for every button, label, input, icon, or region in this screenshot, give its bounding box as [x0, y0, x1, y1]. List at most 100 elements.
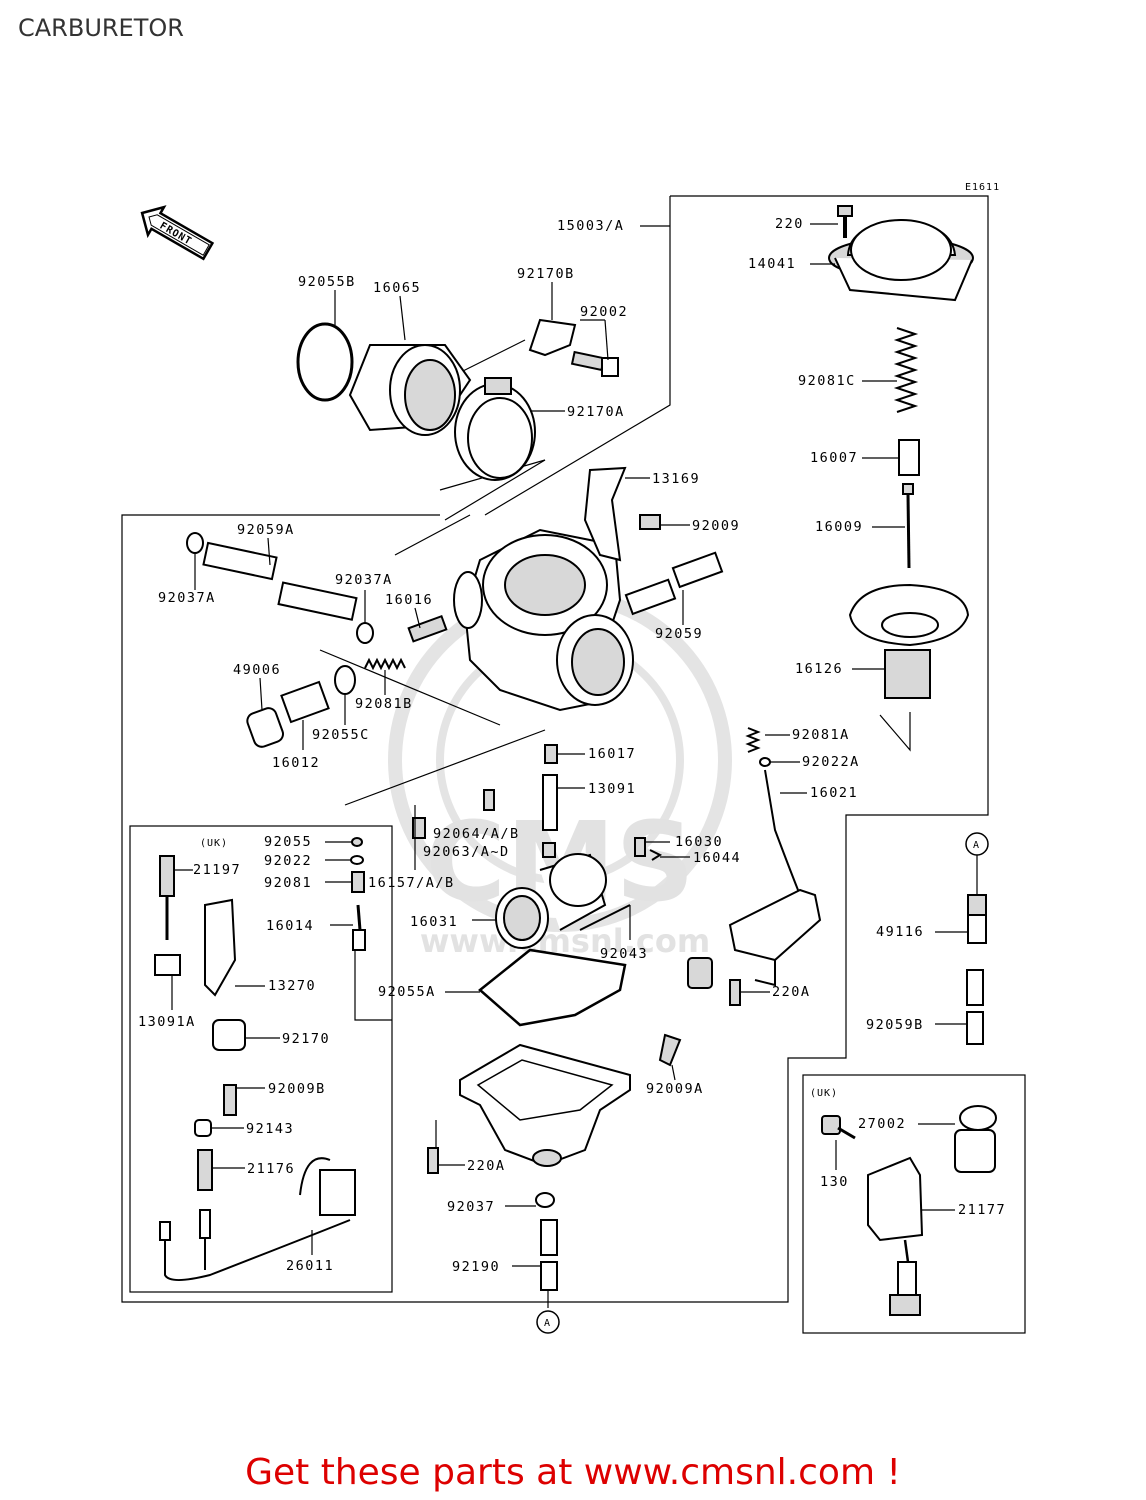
- label-14041: 14041: [748, 256, 796, 272]
- label-92143: 92143: [246, 1121, 294, 1137]
- label-16044: 16044: [693, 850, 741, 866]
- clip-92037: [535, 1192, 555, 1208]
- screw-16030: [634, 837, 646, 857]
- o-ring-92055c: [334, 665, 356, 695]
- label-26011: 26011: [286, 1258, 334, 1274]
- label-13169: 13169: [652, 471, 700, 487]
- cable-16021: [728, 769, 822, 987]
- label-92002: 92002: [580, 304, 628, 320]
- clamp-92170a: [454, 377, 536, 481]
- spring-92081a: [745, 727, 761, 753]
- washer-92143: [194, 1119, 212, 1137]
- needle-holder-16007: [898, 439, 920, 476]
- label-220a-bowl: 220A: [467, 1158, 506, 1174]
- footer-link[interactable]: Get these parts at www.cmsnl.com !: [245, 1452, 901, 1493]
- jet-92063: [542, 842, 556, 858]
- label-130: 130: [820, 1174, 849, 1190]
- clip-16044: [649, 849, 663, 861]
- label-92170: 92170: [282, 1031, 330, 1047]
- label-15003a: 15003/A: [557, 218, 624, 234]
- label-92081: 92081: [264, 875, 312, 891]
- screw-220-top: [837, 205, 853, 238]
- plunger-16012: [280, 680, 330, 724]
- harness-26011: [159, 1157, 356, 1281]
- plunger-16016: [407, 614, 448, 643]
- label-13091a: 13091A: [138, 1014, 196, 1030]
- label-92022a: 92022A: [802, 754, 860, 770]
- clip-92037a-mid: [356, 622, 374, 644]
- clip-92037a-left: [186, 532, 204, 554]
- spring-92081: [351, 871, 365, 893]
- label-92190: 92190: [452, 1259, 500, 1275]
- screw-92009: [639, 514, 661, 530]
- label-16021: 16021: [810, 785, 858, 801]
- label-92081a: 92081A: [792, 727, 850, 743]
- jet-92064: [483, 789, 495, 811]
- label-16009: 16009: [815, 519, 863, 535]
- gasket-92055a: [478, 948, 627, 1027]
- screw-130: [821, 1115, 856, 1140]
- bracket-13270: [204, 898, 237, 997]
- jet-13091: [542, 774, 558, 831]
- washer-92022: [350, 855, 364, 865]
- clamp-92170: [212, 1019, 246, 1051]
- label-220a-right: 220A: [772, 984, 811, 1000]
- holder-16065: [348, 344, 472, 436]
- uk-label-right: (UK): [810, 1088, 838, 1099]
- label-92022: 92022: [264, 853, 312, 869]
- label-92059b: 92059B: [866, 1017, 924, 1033]
- hose-92059a: [202, 541, 358, 621]
- label-92059a: 92059A: [237, 522, 295, 538]
- label-92055b: 92055B: [298, 274, 356, 290]
- jet-16157: [412, 817, 426, 839]
- label-49116: 49116: [876, 924, 924, 940]
- label-92063: 92063/A~D: [423, 844, 510, 860]
- label-21176: 21176: [247, 1161, 295, 1177]
- label-92081c: 92081C: [798, 373, 856, 389]
- svg-text:A: A: [544, 1318, 551, 1329]
- carb-cover-14041: [828, 218, 974, 302]
- label-92037a-mid: 92037A: [335, 572, 393, 588]
- label-16016: 16016: [385, 592, 433, 608]
- label-16157: 16157/A/B: [368, 875, 455, 891]
- hose-92059b: [966, 969, 984, 1045]
- sensor-21176: [197, 1149, 213, 1191]
- hose-92059: [624, 551, 724, 616]
- cap-27002: [954, 1105, 997, 1173]
- label-92009b: 92009B: [268, 1081, 326, 1097]
- switch-21197: [159, 855, 175, 940]
- label-49006: 49006: [233, 662, 281, 678]
- label-220: 220: [775, 216, 804, 232]
- label-92055: 92055: [264, 834, 312, 850]
- label-16126: 16126: [795, 661, 843, 677]
- leader-lines: [171, 223, 968, 1267]
- fitting-49116: [967, 894, 987, 944]
- label-92081b: 92081B: [355, 696, 413, 712]
- label-92055a: 92055A: [378, 984, 436, 1000]
- spring-92081c: [893, 327, 919, 413]
- uk-label-left: (UK): [200, 838, 228, 849]
- group-outlines: [121, 195, 1026, 1334]
- washer-92022a: [759, 757, 771, 767]
- cap-49006: [246, 707, 284, 748]
- label-92009a: 92009A: [646, 1081, 704, 1097]
- o-ring-92055b: [296, 322, 354, 402]
- label-16012: 16012: [272, 755, 320, 771]
- holder-13091a: [154, 954, 181, 976]
- jet-needle-16009: [902, 483, 914, 569]
- diaphragm-16126: [848, 583, 970, 699]
- hose-92190: [540, 1219, 558, 1291]
- label-16017: 16017: [588, 746, 636, 762]
- bolt-92009b: [223, 1084, 237, 1116]
- label-92064: 92064/A/B: [433, 826, 520, 842]
- label-13091: 13091: [588, 781, 636, 797]
- label-16031: 16031: [410, 914, 458, 930]
- label-92043: 92043: [600, 946, 648, 962]
- label-27002: 27002: [858, 1116, 906, 1132]
- bracket-92170b: [528, 318, 577, 357]
- label-16065: 16065: [373, 280, 421, 296]
- label-92170b: 92170B: [517, 266, 575, 282]
- label-16007: 16007: [810, 450, 858, 466]
- nozzle-16017: [544, 744, 558, 764]
